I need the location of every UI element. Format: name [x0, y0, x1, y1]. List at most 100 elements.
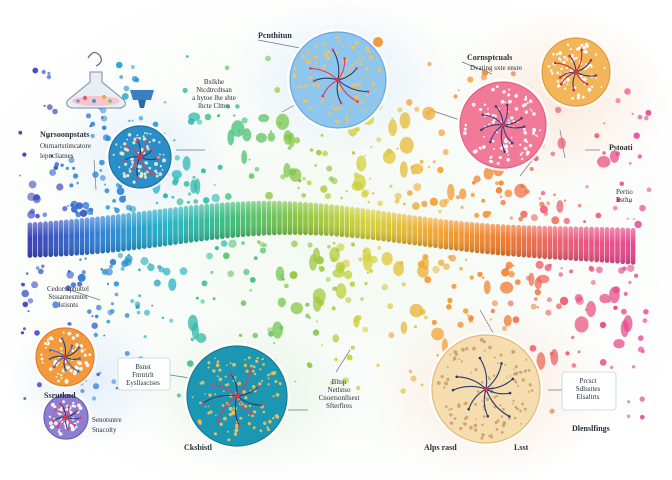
particle	[400, 388, 406, 394]
particle	[406, 190, 413, 196]
label-lower-left-box-line1: Bsnst	[135, 363, 151, 371]
particle	[520, 210, 528, 218]
particle	[210, 270, 214, 274]
particle	[628, 200, 632, 203]
band-segment-shade	[298, 201, 303, 235]
particle	[114, 292, 119, 297]
particle	[442, 149, 449, 155]
blob-particle	[362, 253, 373, 271]
particle	[318, 266, 322, 269]
particle	[437, 166, 444, 174]
particle	[563, 199, 567, 202]
particle	[633, 218, 635, 221]
band-segment-shade	[64, 219, 69, 257]
connector-line	[335, 349, 351, 373]
particle	[565, 351, 570, 356]
particle	[36, 382, 42, 388]
band-segment-shade	[225, 202, 230, 239]
particle	[140, 257, 149, 266]
label-lower-left-box: Bsnst Fmtrirlt Eysllasctses	[118, 363, 168, 387]
blob-particle	[344, 270, 353, 280]
particle	[228, 239, 237, 248]
particle	[249, 289, 252, 292]
particle	[367, 200, 370, 204]
band-segment-shade	[318, 203, 324, 236]
particle	[90, 212, 93, 215]
particle	[331, 306, 336, 311]
particle	[536, 306, 540, 309]
particle	[75, 211, 82, 218]
particle	[274, 87, 281, 93]
band-segment-shade	[402, 214, 407, 245]
particle	[60, 163, 64, 167]
particle	[90, 133, 95, 139]
band-segment-shade	[69, 219, 74, 256]
blob-particle	[609, 150, 620, 163]
band-segment-shade	[344, 206, 350, 238]
label-upper-mid-line4: lhcte Clttes	[198, 102, 230, 110]
particle	[481, 69, 489, 76]
particle	[27, 310, 30, 313]
particle	[269, 130, 272, 133]
band-segment-shade	[246, 201, 251, 237]
blob-particle	[534, 277, 542, 289]
label-bottom-left-1: Ssrutknd	[44, 391, 76, 400]
particle	[642, 318, 648, 323]
band-segment-shade	[506, 224, 511, 257]
blob-particle	[255, 132, 267, 143]
band-segment-shade	[454, 220, 459, 251]
particle	[546, 297, 553, 303]
band-segment-shade	[376, 210, 381, 241]
particle	[312, 329, 320, 336]
band-segment-shade	[277, 200, 282, 235]
particle	[182, 87, 188, 93]
particle	[570, 335, 575, 340]
band-segment-shade	[443, 219, 449, 250]
particle	[67, 270, 71, 273]
particle	[529, 167, 534, 171]
particle	[466, 314, 469, 317]
particle	[106, 319, 111, 324]
particle	[47, 71, 51, 75]
band-segment-shade	[459, 221, 464, 252]
particle	[577, 203, 582, 208]
blob-particle	[290, 302, 303, 315]
particle	[119, 195, 126, 203]
band-segment-shade	[542, 225, 547, 259]
particle	[558, 272, 563, 277]
blob-particle	[353, 315, 360, 328]
particle	[50, 154, 54, 158]
particle	[18, 130, 23, 135]
band-segment-shade	[214, 202, 220, 240]
band-segment-shade	[84, 217, 90, 255]
particle	[85, 113, 92, 119]
particle	[467, 76, 474, 83]
particle	[73, 173, 79, 179]
particle	[553, 193, 557, 197]
particle	[155, 201, 159, 205]
flask-icon	[66, 51, 126, 109]
blob-particle	[275, 266, 285, 281]
blob-particle	[483, 167, 494, 180]
label-bottom-center-left: Cksbistl	[184, 443, 213, 452]
particle	[265, 55, 271, 62]
blob-particle	[503, 315, 512, 327]
label-bottom-left-2: Senotsntre	[92, 416, 122, 424]
particle	[41, 69, 46, 75]
particle	[109, 258, 117, 266]
band-segment-shade	[32, 222, 38, 258]
band-segment-shade	[287, 201, 293, 235]
blob-particle	[586, 301, 596, 317]
particle	[127, 253, 130, 256]
particle	[468, 315, 474, 321]
particle	[401, 282, 406, 287]
label-right-mid-line1: Pertio	[616, 188, 633, 196]
particle	[121, 260, 128, 268]
particle	[342, 384, 345, 387]
particle	[106, 282, 110, 285]
particle	[138, 268, 141, 272]
blob-particle	[613, 339, 625, 349]
band-segment-shade	[532, 225, 537, 259]
band-segment-shade	[573, 226, 579, 261]
particle	[619, 181, 624, 186]
